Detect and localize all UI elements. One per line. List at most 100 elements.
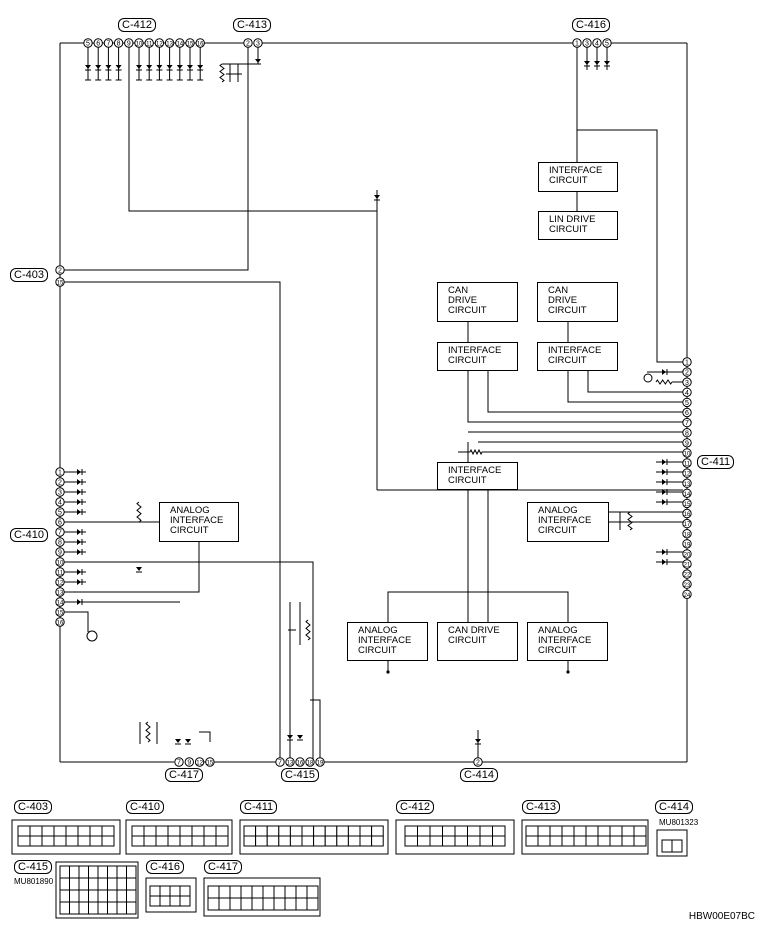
legend-c417-cell: [295, 897, 308, 911]
legend-c415-cell: [126, 901, 137, 915]
c415-pin-label: 18: [307, 761, 314, 767]
c411-pin: [682, 559, 692, 569]
diode-symbol: [105, 65, 112, 69]
legend-c417-cell: [262, 897, 275, 911]
legend-c415-cell: [97, 889, 108, 903]
lamp-symbol: [643, 373, 653, 383]
legend-c412-cell: [404, 825, 418, 837]
legend-c411-cell: [255, 825, 268, 837]
legend-c411-cell: [301, 825, 315, 837]
legend-c412-cell: [479, 835, 493, 847]
legend-c403-cell: [65, 835, 79, 847]
c417-pin: [184, 757, 195, 767]
c413-pin2-wire: [64, 47, 249, 271]
legend-c403-cell: [41, 835, 55, 847]
legend-c403-cell: [77, 835, 91, 847]
legend-c415-cell: [116, 889, 127, 903]
c411-pin-label: 9: [685, 440, 689, 447]
c416-pin-label: 3: [585, 41, 589, 48]
legend-c417-cell: [218, 885, 231, 899]
c412-pin-label: 14: [176, 42, 183, 48]
legend-c416-cell: [169, 885, 181, 897]
legend-c415-cell: [69, 889, 80, 903]
legend-c415-cell: [78, 889, 89, 903]
legend-c411-cell: [347, 825, 361, 837]
legend-c415-cell: [88, 865, 99, 879]
c410-pin13-wire: [64, 542, 200, 593]
legend-c415-cell: [69, 865, 80, 879]
legend-c413-cell: [573, 835, 587, 847]
legend-c410-cell: [215, 835, 229, 847]
diode-symbol: [115, 65, 122, 69]
legend-c413-cell: [549, 835, 563, 847]
legend-c411-cell: [324, 825, 338, 837]
legend-tag-c417: C-417: [204, 860, 242, 874]
legend-c415-cell: [116, 877, 127, 891]
legend-c410-cell: [191, 825, 205, 837]
resistor-symbol: [136, 501, 142, 523]
legend-c413-cell: [573, 825, 587, 837]
connector-tag-c414: C-414: [460, 768, 498, 782]
legend-c413-cell: [525, 825, 539, 837]
legend-c415-cell: [126, 889, 137, 903]
c415-pin-label: 19: [317, 761, 324, 767]
legend-c415-cell: [78, 865, 89, 879]
c410-pin-label: 12: [57, 581, 64, 587]
c411-pin-label: 20: [684, 553, 691, 559]
legend-c417-cell: [295, 885, 308, 899]
c414-pin-label: 2: [476, 760, 480, 767]
legend-c414-cell: [671, 839, 683, 853]
diode-symbol: [176, 65, 183, 69]
c412-pin-label: 12: [156, 42, 163, 48]
diode-symbol: [77, 529, 81, 535]
legend-c411-cell: [336, 835, 349, 847]
legend-tag-c412: C-412: [396, 800, 434, 814]
legend-c412-cell: [467, 835, 481, 847]
c412-pin-label: 15: [187, 42, 194, 48]
legend-c412-cell: [467, 825, 481, 837]
c417-pin-label: 15: [207, 761, 214, 767]
c403-pin-label: 15: [57, 281, 64, 287]
legend-c410-cell: [143, 825, 157, 837]
legend-c411-cell: [324, 835, 338, 847]
legend-c417-cell: [251, 885, 264, 899]
diode-symbol: [475, 739, 481, 743]
interface-circuit-box-center: INTERFACE CIRCUIT: [437, 462, 518, 490]
diode-symbol: [95, 65, 102, 69]
legend-c412-cell: [442, 825, 456, 837]
resistor-symbol: [627, 511, 633, 531]
legend-c412-cell: [479, 825, 493, 837]
c411-pin-label: 13: [684, 482, 691, 488]
junction-dot: [386, 670, 390, 674]
c410-pin-label: 4: [58, 500, 62, 507]
legend-c417-cell: [306, 897, 319, 911]
c411-pin: [682, 357, 692, 367]
c416-pin-label: 4: [595, 41, 599, 48]
legend-c410-cell: [203, 825, 217, 837]
c411-pin: [682, 539, 692, 549]
c411-pin: [682, 569, 692, 579]
diode-symbol: [77, 479, 81, 485]
legend-c417-cell: [207, 897, 220, 911]
c411-pin-label: 4: [685, 390, 689, 397]
connector-tag-c417: C-417: [165, 768, 203, 782]
c412-pin-label: 13: [166, 42, 173, 48]
legend-c417-cell: [240, 885, 253, 899]
c403-pin15-wire: [64, 281, 281, 762]
diode-symbol: [297, 735, 303, 739]
c411-pin-label: 10: [684, 452, 691, 458]
c411-pin-label: 14: [684, 492, 691, 498]
legend-c403-cell: [29, 835, 43, 847]
connector-tag-c415: C-415: [281, 768, 319, 782]
legend-c416-cell: [149, 885, 161, 897]
diode-symbol: [77, 549, 81, 555]
legend-c410-cell: [167, 825, 181, 837]
c410-pin-label: 9: [58, 550, 62, 557]
c410-pin-label: 16: [57, 621, 64, 627]
legend-c412-cell: [417, 835, 431, 847]
diode-symbol: [166, 65, 173, 69]
legend-c411-cell: [371, 825, 384, 837]
legend-c413-cell: [537, 835, 551, 847]
legend-tag-c410: C-410: [126, 800, 164, 814]
legend-c403-cell: [101, 835, 115, 847]
